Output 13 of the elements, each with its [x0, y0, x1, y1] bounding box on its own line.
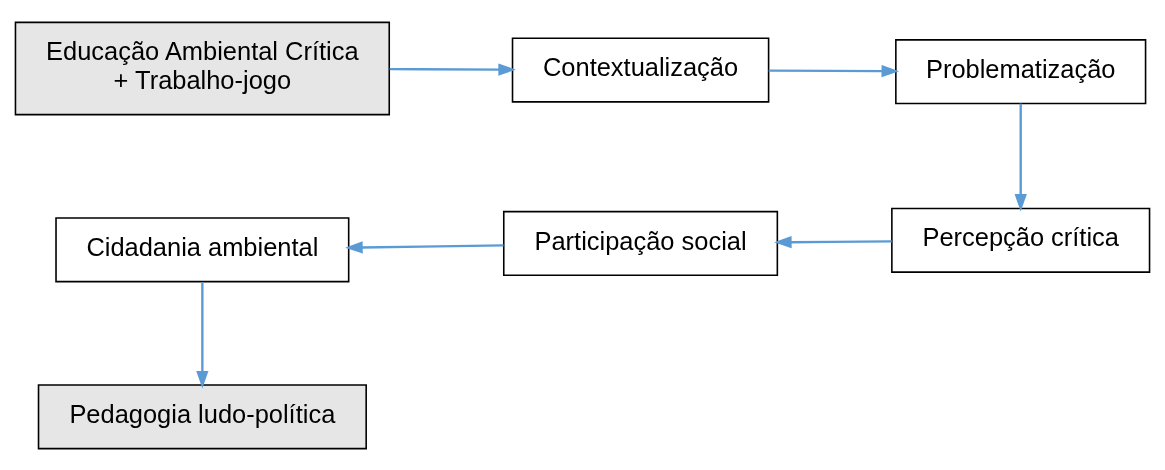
arrow — [345, 240, 504, 254]
node-box: Cidadania ambiental — [55, 216, 350, 282]
node-box: Percepção crítica — [891, 207, 1151, 273]
node-box: Pedagogia ludo-política — [37, 383, 367, 449]
arrow — [389, 62, 516, 76]
arrow — [774, 235, 892, 248]
arrow — [196, 281, 209, 388]
node-box: Educação Ambiental Crítica + Trabalho-jogo — [14, 21, 391, 115]
arrow — [1014, 103, 1027, 212]
node-box: Problematização — [895, 38, 1147, 104]
node-box: Participação social — [502, 210, 779, 276]
node-box: Contextualização — [511, 36, 770, 103]
arrow — [768, 64, 900, 77]
